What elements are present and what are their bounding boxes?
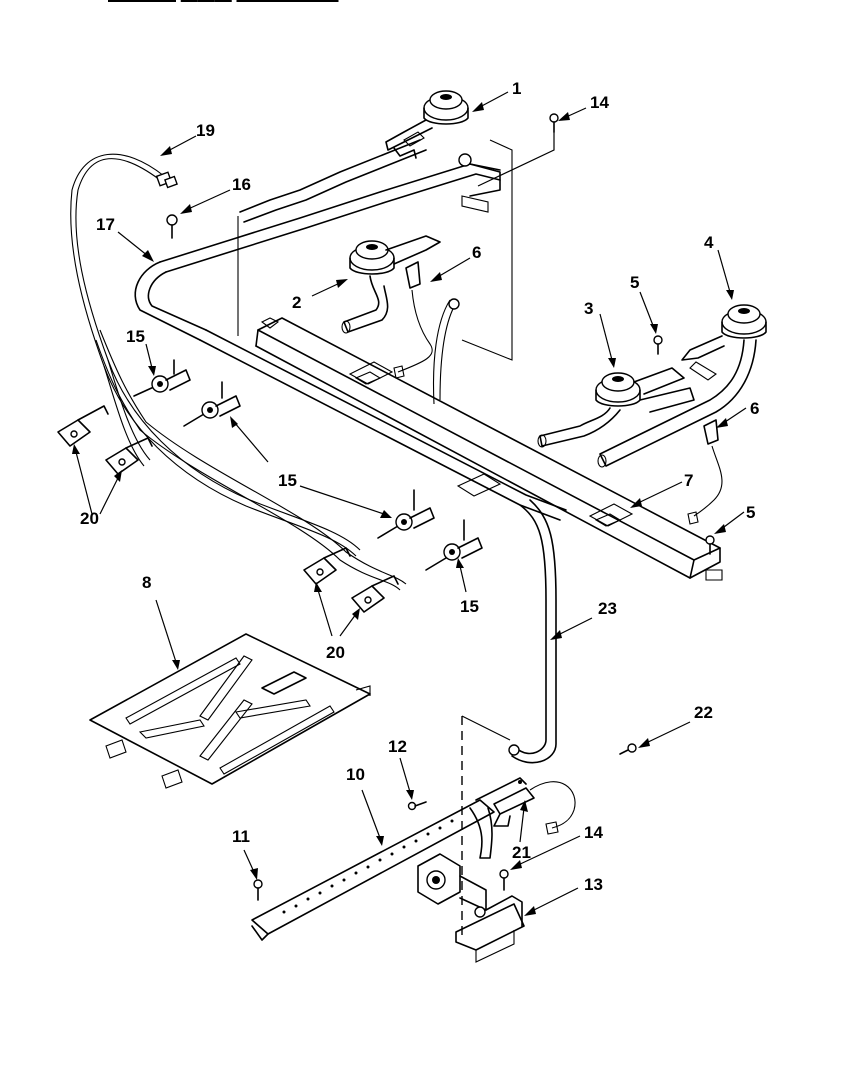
screw-14-top bbox=[549, 113, 559, 133]
callout-16: 16 bbox=[232, 175, 251, 194]
callout-5-top: 5 bbox=[630, 273, 639, 292]
surface-burner-4 bbox=[597, 304, 767, 468]
wire-clip-1 bbox=[57, 405, 109, 447]
callout-15-left: 15 bbox=[126, 327, 145, 346]
header-partial-text: ▬▬▬▬ ▬▬▬ ▬▬▬▬▬▬ ▪ ▪ ▪ ▪ bbox=[108, 0, 381, 6]
oven-igniter bbox=[475, 777, 576, 835]
callout-19: 19 bbox=[196, 121, 215, 140]
screw-5-bottom bbox=[705, 535, 715, 555]
callout-1: 1 bbox=[512, 79, 521, 98]
screw-11 bbox=[253, 879, 263, 901]
burner-baffle bbox=[89, 633, 371, 789]
wire-clip-4 bbox=[351, 575, 399, 613]
screw-14-bottom bbox=[499, 869, 509, 891]
wire-clip-2 bbox=[105, 437, 153, 475]
gas-valve-4 bbox=[425, 519, 483, 571]
gas-valve-1 bbox=[133, 359, 191, 397]
callout-13: 13 bbox=[584, 875, 603, 894]
callout-2: 2 bbox=[292, 293, 301, 312]
callout-17: 17 bbox=[96, 215, 115, 234]
oven-safety-valve bbox=[417, 853, 525, 963]
surface-burner-1 bbox=[385, 90, 469, 159]
callout-14-bottom: 14 bbox=[584, 823, 603, 842]
surface-burner-2 bbox=[341, 235, 441, 334]
screw-22 bbox=[619, 743, 637, 755]
wire-harness bbox=[70, 153, 407, 591]
manifold-pipe bbox=[134, 139, 567, 521]
callout-5-bottom: 5 bbox=[746, 503, 755, 522]
screw-12 bbox=[407, 801, 427, 811]
spark-electrode-left bbox=[393, 261, 433, 379]
gas-valve-2 bbox=[183, 381, 241, 427]
callout-3: 3 bbox=[584, 299, 593, 318]
callout-21: 21 bbox=[512, 843, 531, 862]
callout-15-center: 15 bbox=[278, 471, 297, 490]
spark-electrode-right bbox=[687, 419, 723, 525]
callout-12: 12 bbox=[388, 737, 407, 756]
oven-burner-tube bbox=[251, 799, 495, 941]
callout-11: 11 bbox=[232, 827, 250, 846]
leader-lines bbox=[72, 91, 747, 916]
callout-10: 10 bbox=[346, 765, 365, 784]
gas-valve-3 bbox=[377, 489, 435, 539]
callout-6-left: 6 bbox=[472, 243, 481, 262]
bracket-line bbox=[461, 715, 511, 741]
callout-14-top: 14 bbox=[590, 93, 609, 112]
surface-burner-3 bbox=[537, 367, 695, 448]
wire-clip-3 bbox=[303, 547, 351, 585]
screw-5-top bbox=[653, 335, 663, 355]
callout-7: 7 bbox=[684, 471, 693, 490]
callout-labels: 1 2 3 4 5 5 6 6 7 8 10 11 12 13 14 14 15… bbox=[80, 79, 759, 894]
callout-6-right: 6 bbox=[750, 399, 759, 418]
burner-box-trough bbox=[255, 317, 723, 581]
callout-15-right: 15 bbox=[460, 597, 479, 616]
oven-gas-line bbox=[508, 499, 557, 764]
support-lines bbox=[237, 132, 555, 405]
callout-4: 4 bbox=[704, 233, 714, 252]
callout-22: 22 bbox=[694, 703, 713, 722]
callout-20-left: 20 bbox=[80, 509, 99, 528]
screw-16 bbox=[166, 214, 178, 239]
callout-23: 23 bbox=[598, 599, 617, 618]
callout-8: 8 bbox=[142, 573, 151, 592]
callout-20-center: 20 bbox=[326, 643, 345, 662]
burner-port-holes bbox=[282, 819, 454, 914]
